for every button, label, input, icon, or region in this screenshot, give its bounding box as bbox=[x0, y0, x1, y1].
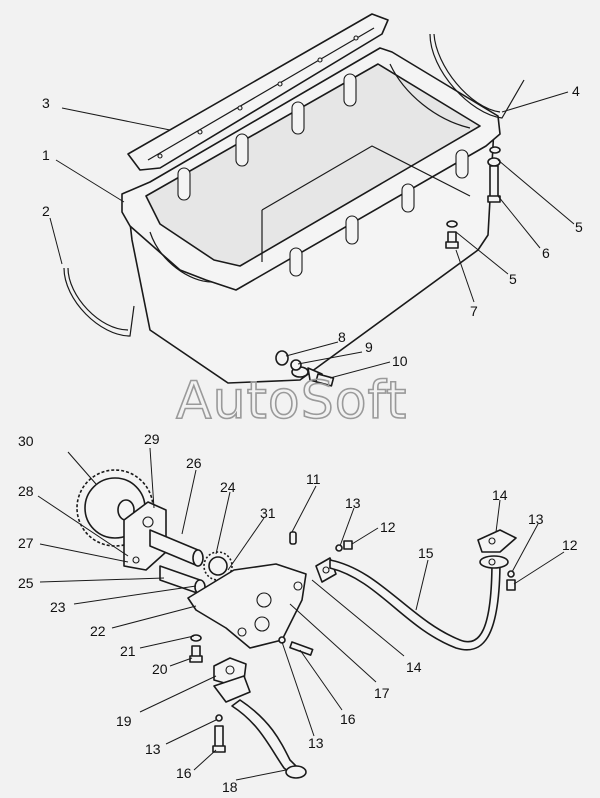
callout-22: 22 bbox=[90, 623, 106, 639]
oil-pan bbox=[121, 47, 501, 384]
oil-pipe bbox=[329, 529, 517, 651]
callout-31: 31 bbox=[260, 505, 276, 521]
callout-13d: 13 bbox=[145, 741, 161, 757]
oil-pan-ribs bbox=[177, 73, 469, 277]
oil-strainer bbox=[213, 657, 307, 779]
callout-1: 1 bbox=[42, 147, 50, 163]
callout-6: 6 bbox=[542, 245, 550, 261]
callout-30: 30 bbox=[18, 433, 34, 449]
callout-9: 9 bbox=[365, 339, 373, 355]
callout-13b: 13 bbox=[528, 511, 544, 527]
drain-plug-set bbox=[275, 350, 335, 387]
callout-15: 15 bbox=[418, 545, 434, 561]
bolt-set-right bbox=[506, 570, 516, 591]
callout-12a: 12 bbox=[380, 519, 396, 535]
callout-8: 8 bbox=[338, 329, 346, 345]
watermark: AutoSoft bbox=[176, 371, 407, 431]
callout-24: 24 bbox=[220, 479, 236, 495]
callout-16a: 16 bbox=[340, 711, 356, 727]
bolt-set-upper bbox=[335, 540, 353, 552]
callout-17: 17 bbox=[374, 685, 390, 701]
callout-27: 27 bbox=[18, 535, 34, 551]
callout-3: 3 bbox=[42, 95, 50, 111]
callout-16b: 16 bbox=[176, 765, 192, 781]
callout-13c: 13 bbox=[308, 735, 324, 751]
pump-body bbox=[187, 563, 307, 649]
leader-lines bbox=[37, 91, 575, 781]
callout-20: 20 bbox=[152, 661, 168, 677]
pump-shafts bbox=[149, 529, 206, 595]
callout-5b: 5 bbox=[509, 271, 517, 287]
callout-26: 26 bbox=[186, 455, 202, 471]
callout-25: 25 bbox=[18, 575, 34, 591]
callout-10: 10 bbox=[392, 353, 408, 369]
callout-12b: 12 bbox=[562, 537, 578, 553]
callout-labels: 1 2 3 4 5 5 6 7 8 9 10 11 12 12 13 13 13… bbox=[18, 83, 583, 795]
callout-19: 19 bbox=[116, 713, 132, 729]
callout-7: 7 bbox=[470, 303, 478, 319]
arc-seal-right bbox=[429, 33, 525, 119]
callout-23: 23 bbox=[50, 599, 66, 615]
pan-bolt-long bbox=[487, 146, 501, 203]
pan-bolt-short bbox=[445, 220, 459, 249]
arc-seal-left bbox=[63, 267, 135, 337]
callout-2: 2 bbox=[42, 203, 50, 219]
callout-11: 11 bbox=[306, 471, 321, 487]
oil-pan-gasket bbox=[127, 13, 389, 171]
callout-28: 28 bbox=[18, 483, 34, 499]
pump-cover bbox=[123, 501, 167, 571]
callout-13a: 13 bbox=[345, 495, 361, 511]
callout-18: 18 bbox=[222, 779, 238, 795]
strainer-bolt bbox=[212, 714, 226, 753]
callout-29: 29 bbox=[144, 431, 160, 447]
callout-14b: 14 bbox=[406, 659, 422, 675]
pump-body-bolt bbox=[278, 636, 314, 656]
dowel-pin bbox=[289, 531, 297, 545]
callout-21: 21 bbox=[120, 643, 136, 659]
callout-4: 4 bbox=[572, 83, 580, 99]
callout-14a: 14 bbox=[492, 487, 508, 503]
pump-gear-small bbox=[203, 551, 233, 581]
callout-5a: 5 bbox=[575, 219, 583, 235]
